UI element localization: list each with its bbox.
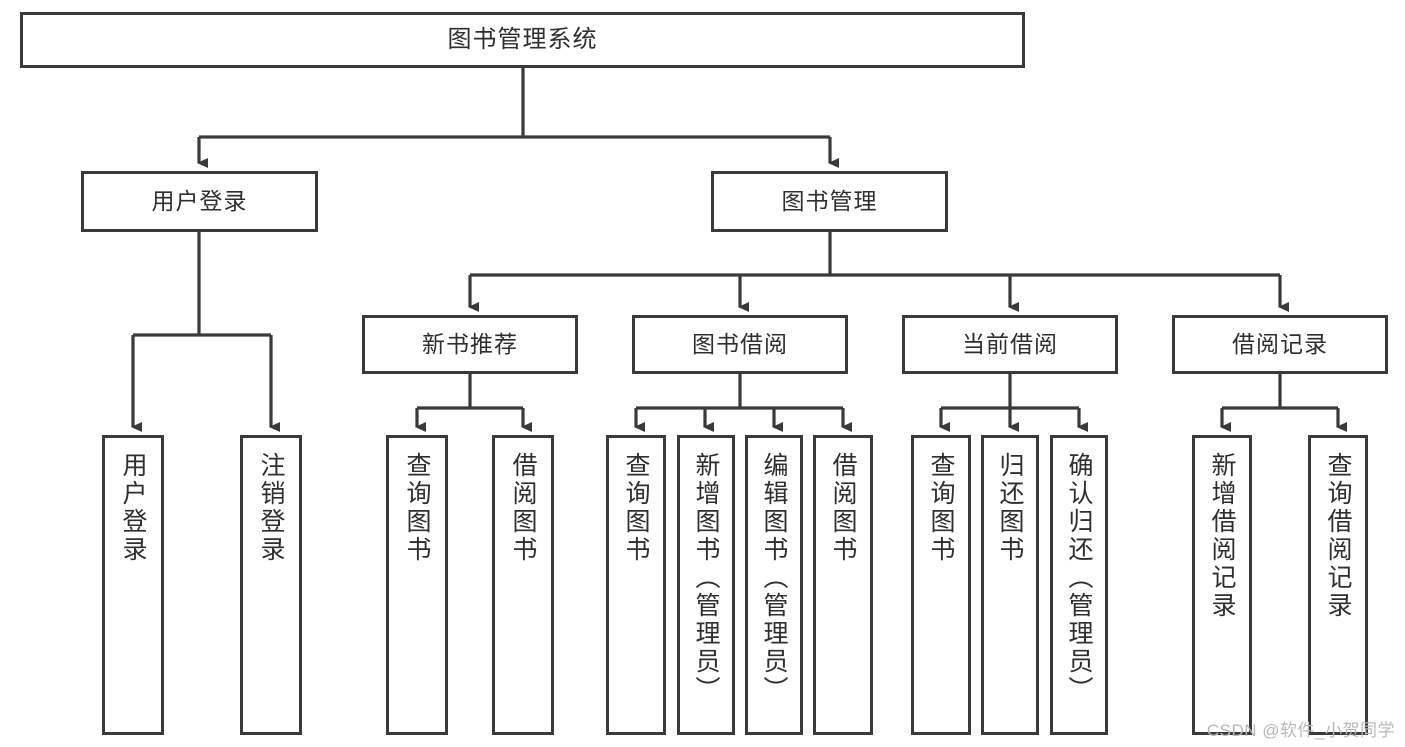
node-label: 查询图书	[622, 452, 650, 564]
leaf-query-borrow-record[interactable]: 查询借阅记录	[1308, 435, 1368, 735]
watermark: CSDN @软件_小贺同学	[1206, 721, 1395, 740]
leaf-edit-book-admin[interactable]: 编辑图书（管理员）	[745, 435, 803, 735]
node-current-borrow[interactable]: 当前借阅	[902, 315, 1118, 374]
node-label: 注销登录	[257, 452, 285, 564]
node-user-login[interactable]: 用户登录	[81, 171, 318, 232]
node-label: 图书借阅	[692, 330, 788, 357]
leaf-borrow-book[interactable]: 借阅图书	[813, 435, 873, 735]
node-label: 确认归还（管理员）	[1065, 452, 1093, 704]
node-borrow-record[interactable]: 借阅记录	[1172, 315, 1388, 374]
leaf-user-login[interactable]: 用户登录	[102, 435, 164, 735]
leaf-return-book[interactable]: 归还图书	[981, 435, 1039, 735]
node-root-book-management-system[interactable]: 图书管理系统	[20, 12, 1025, 68]
node-label: 图书管理系统	[447, 25, 598, 53]
node-label: 查询图书	[927, 452, 955, 564]
leaf-query-book-borrow[interactable]: 查询图书	[606, 435, 666, 735]
node-label: 借阅记录	[1232, 330, 1328, 357]
node-label: 新增借阅记录	[1208, 452, 1236, 620]
leaf-add-borrow-record[interactable]: 新增借阅记录	[1192, 435, 1252, 735]
node-label: 查询借阅记录	[1324, 452, 1352, 620]
node-label: 归还图书	[996, 452, 1024, 564]
node-label: 借阅图书	[509, 452, 537, 564]
node-book-borrow[interactable]: 图书借阅	[632, 315, 848, 374]
node-new-book-recommend[interactable]: 新书推荐	[362, 315, 578, 374]
leaf-query-book-recommend[interactable]: 查询图书	[386, 435, 448, 735]
leaf-add-book-admin[interactable]: 新增图书（管理员）	[677, 435, 735, 735]
node-label: 新增图书（管理员）	[692, 452, 720, 704]
leaf-query-book-current[interactable]: 查询图书	[911, 435, 971, 735]
node-label: 用户登录	[119, 452, 147, 564]
node-label: 当前借阅	[962, 330, 1058, 357]
node-label: 图书管理	[781, 187, 878, 214]
leaf-borrow-book-recommend[interactable]: 借阅图书	[492, 435, 554, 735]
node-label: 新书推荐	[422, 330, 518, 357]
node-label: 编辑图书（管理员）	[760, 452, 788, 704]
node-book-management[interactable]: 图书管理	[711, 171, 948, 232]
node-label: 查询图书	[403, 452, 431, 564]
node-label: 用户登录	[151, 187, 248, 214]
leaf-logout-login[interactable]: 注销登录	[240, 435, 302, 735]
leaf-confirm-return-admin[interactable]: 确认归还（管理员）	[1050, 435, 1108, 735]
node-label: 借阅图书	[829, 452, 857, 564]
